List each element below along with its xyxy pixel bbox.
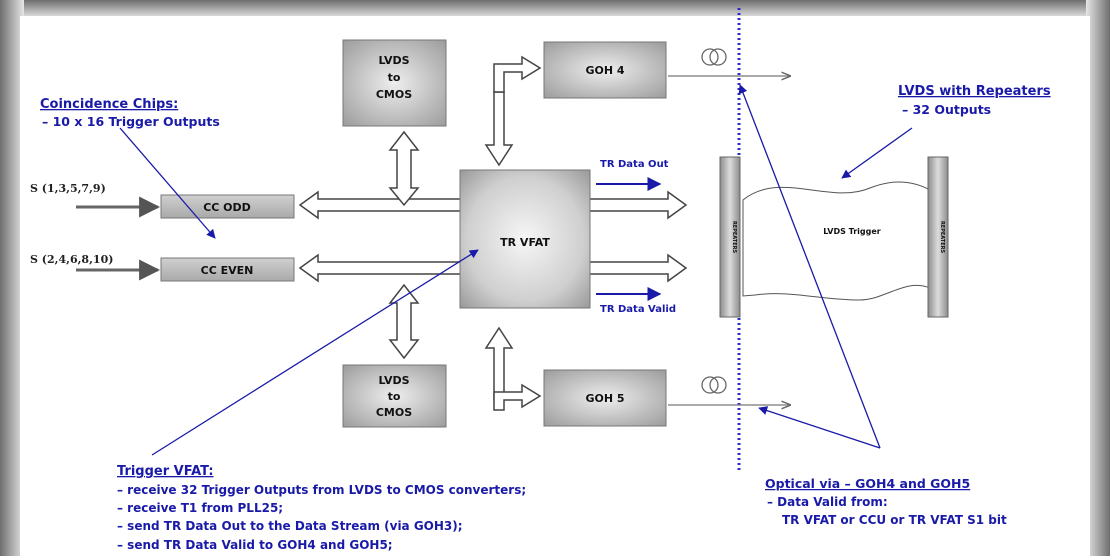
s-odd-label: S (1,3,5,7,9) — [30, 182, 106, 195]
lvds-repeaters-note: LVDS with Repeaters – 32 Outputs — [898, 84, 1051, 117]
coincidence-note: Coincidence Chips: – 10 x 16 Trigger Out… — [40, 97, 220, 129]
lvds-to-cmos-top-block: LVDS to CMOS — [342, 39, 447, 127]
goh5-label: GOH 5 — [585, 392, 624, 405]
trigger-vfat-line-1: – receive 32 Trigger Outputs from LVDS t… — [117, 483, 526, 497]
repeater-right-block: REPEATERS — [927, 156, 949, 318]
optical-line-1: – Data Valid from: — [767, 495, 888, 509]
repeater-right-label: REPEATERS — [939, 221, 945, 254]
lvds-trigger-cable: LVDS Trigger — [742, 181, 931, 301]
lvds-repeaters-line-1: – 32 Outputs — [902, 102, 991, 117]
trigger-vfat-title: Trigger VFAT: — [117, 464, 214, 479]
lvds-bottom-line-2: to — [388, 390, 401, 403]
fiber-coil-icon — [701, 48, 727, 66]
trigger-vfat-note: Trigger VFAT: – receive 32 Trigger Outpu… — [117, 464, 526, 552]
trigger-vfat-line-3: – send TR Data Out to the Data Stream (v… — [117, 519, 463, 533]
lvds-to-cmos-bottom-block: LVDS to CMOS — [342, 364, 447, 428]
cc-odd-label: CC ODD — [203, 201, 251, 214]
fiber-coil-icon — [701, 376, 727, 394]
goh4-label: GOH 4 — [585, 64, 624, 77]
tr-vfat-block: TR VFAT — [459, 169, 591, 309]
optical-line-2: TR VFAT or CCU or TR VFAT S1 bit — [782, 513, 1007, 527]
lvds-top-line-3: CMOS — [376, 88, 412, 101]
cc-odd-block: CC ODD — [160, 194, 295, 219]
coincidence-line-1: – 10 x 16 Trigger Outputs — [42, 114, 220, 129]
repeater-left-label: REPEATERS — [731, 221, 737, 254]
trigger-vfat-line-2: – receive T1 from PLL25; — [117, 501, 283, 515]
optical-title: Optical via – GOH4 and GOH5 — [765, 476, 970, 491]
trigger-vfat-line-4: – send TR Data Valid to GOH4 and GOH5; — [117, 538, 393, 552]
tr-data-valid-label: TR Data Valid — [600, 304, 676, 315]
lvds-top-line-2: to — [388, 71, 401, 84]
lvds-bottom-line-3: CMOS — [376, 406, 412, 419]
annotation-pointers — [119, 84, 913, 456]
tr-vfat-label: TR VFAT — [500, 236, 550, 249]
optical-note: Optical via – GOH4 and GOH5 – Data Valid… — [765, 476, 1007, 527]
goh5-fiber-output — [668, 376, 790, 405]
cc-even-block: CC EVEN — [160, 257, 295, 282]
goh4-fiber-output — [668, 48, 790, 76]
lvds-repeaters-title: LVDS with Repeaters — [898, 84, 1051, 99]
lvds-bottom-line-1: LVDS — [378, 374, 409, 387]
input-arrows — [76, 196, 161, 281]
repeater-left-block: REPEATERS — [719, 156, 741, 318]
s-even-label: S (2,4,6,8,10) — [30, 253, 113, 266]
goh4-block: GOH 4 — [543, 41, 667, 99]
lvds-top-line-1: LVDS — [378, 54, 409, 67]
coincidence-title: Coincidence Chips: — [40, 97, 178, 112]
tr-data-out-label: TR Data Out — [600, 159, 669, 170]
lvds-trigger-label: LVDS Trigger — [823, 227, 881, 236]
cc-even-label: CC EVEN — [201, 264, 254, 277]
goh5-block: GOH 5 — [543, 369, 667, 427]
